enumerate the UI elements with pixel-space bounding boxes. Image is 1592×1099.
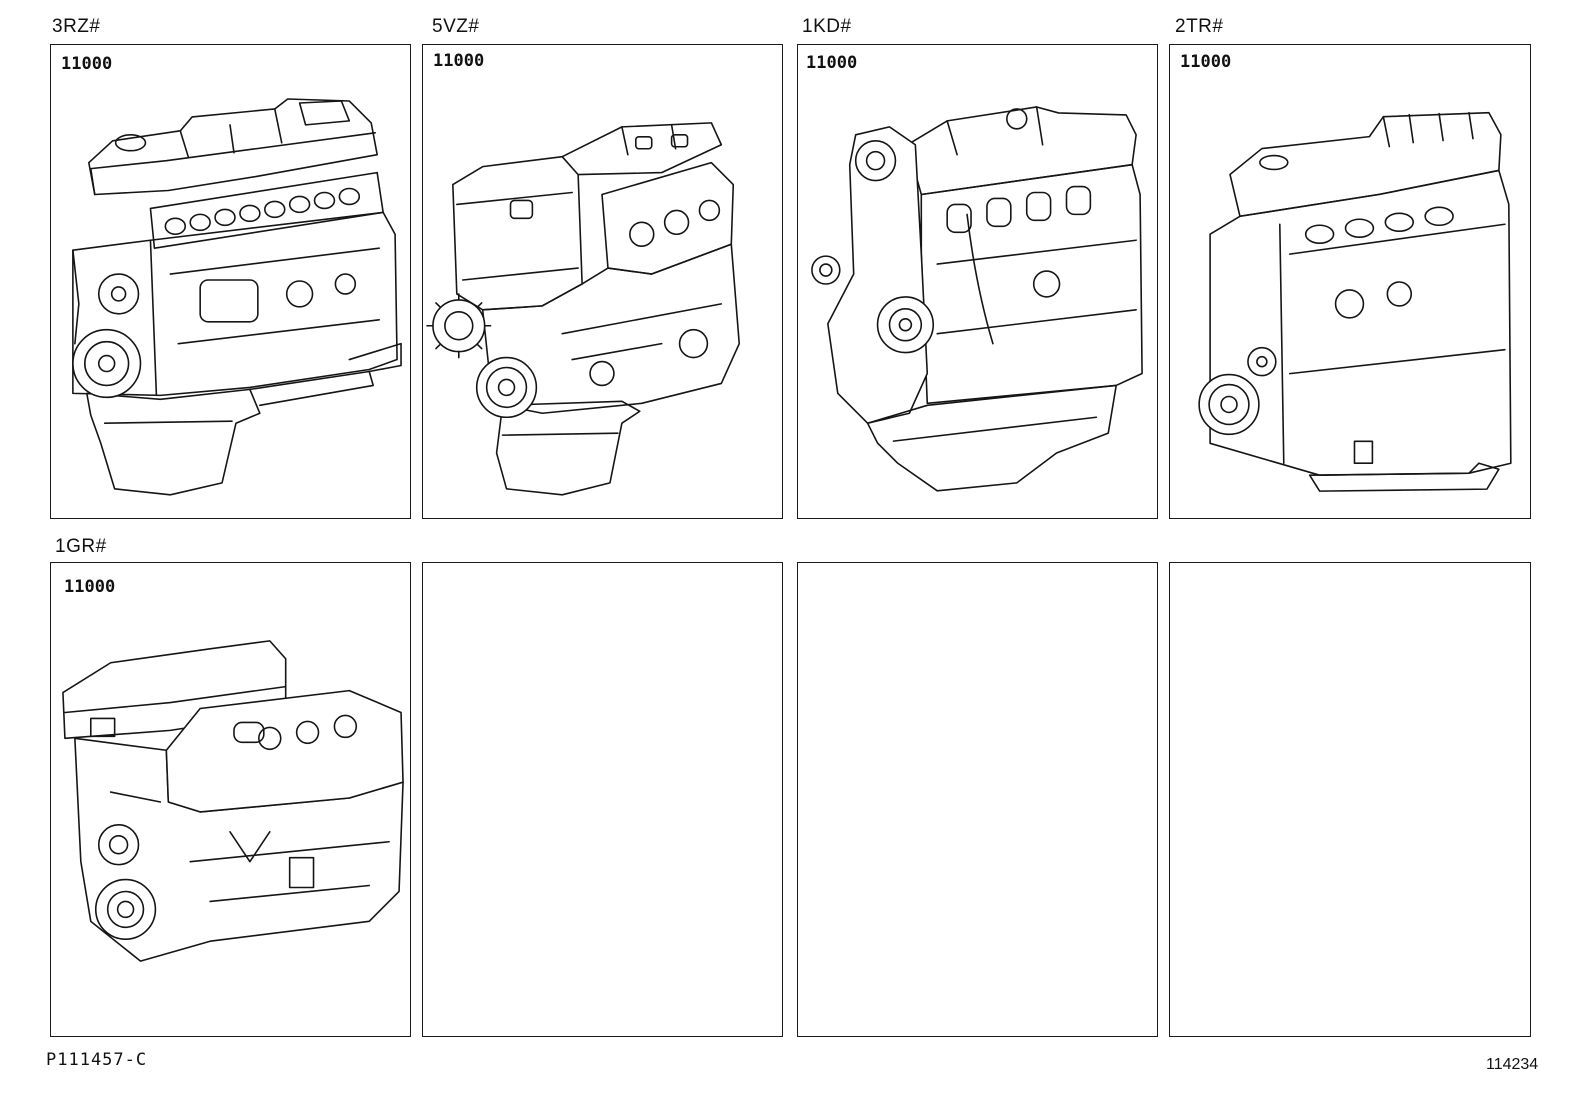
part-number-link[interactable]: 11000 xyxy=(61,54,113,74)
cylinder-head-right xyxy=(601,161,735,275)
crank-pulley xyxy=(94,878,157,941)
engine-illustration-5vz xyxy=(426,122,741,496)
alternator xyxy=(97,273,140,315)
part-number-link[interactable]: 11000 xyxy=(1180,52,1232,72)
engine-label-1gr: 1GR# xyxy=(55,536,107,557)
intake-manifold xyxy=(1304,206,1454,244)
crank-pulley xyxy=(1198,373,1260,436)
engine-illustration-1gr xyxy=(62,640,404,962)
panel-empty xyxy=(797,562,1158,1037)
oil-pan xyxy=(86,370,374,496)
engine-label-5vz: 5VZ# xyxy=(432,16,480,37)
cylinder-block xyxy=(72,211,402,397)
crank-pulley xyxy=(876,296,935,354)
engine-illustration-3rz xyxy=(72,98,402,496)
fan-clutch xyxy=(426,293,492,359)
illustration-number: 114234 xyxy=(1486,1056,1539,1073)
timing-belt-cover xyxy=(452,155,583,311)
water-pump xyxy=(1247,346,1277,377)
timing-gear xyxy=(854,139,897,182)
engine-label-2tr: 2TR# xyxy=(1175,16,1224,37)
engine-label-1kd: 1KD# xyxy=(802,16,852,37)
engine-illustration-2tr xyxy=(1198,111,1512,492)
valve-cover xyxy=(87,98,378,196)
diagram-code: P111457-C xyxy=(46,1050,148,1070)
oil-pan xyxy=(495,400,641,496)
oil-pan xyxy=(866,384,1118,492)
panel-empty xyxy=(1169,562,1531,1037)
panel-3rz: 11000 xyxy=(50,44,411,519)
panel-2tr: 11000 xyxy=(1169,44,1531,519)
panel-empty xyxy=(422,562,783,1037)
engine-illustration-1kd xyxy=(811,106,1143,492)
valve-cover xyxy=(1229,111,1502,218)
valve-cover xyxy=(906,106,1137,196)
water-pump-pulley xyxy=(811,255,841,285)
panel-1gr: 11000 xyxy=(50,562,411,1037)
cylinder-head-right xyxy=(165,689,404,813)
part-number-link[interactable]: 11000 xyxy=(806,53,858,73)
panel-5vz: 11000 xyxy=(422,44,783,519)
cylinder-block xyxy=(481,243,741,415)
cylinder-block xyxy=(920,163,1143,405)
part-number-link[interactable]: 11000 xyxy=(64,577,116,597)
panel-1kd: 11000 xyxy=(797,44,1158,519)
engine-label-3rz: 3RZ# xyxy=(52,16,101,37)
crank-pulley xyxy=(475,356,538,419)
crank-pulley xyxy=(72,328,142,399)
oil-pan xyxy=(1308,440,1500,492)
timing-belt-cover xyxy=(827,126,929,425)
cylinder-head-left xyxy=(561,122,723,176)
idler-pulley xyxy=(97,824,140,866)
cylinder-block xyxy=(1209,169,1512,476)
part-number-link[interactable]: 11000 xyxy=(433,51,485,71)
